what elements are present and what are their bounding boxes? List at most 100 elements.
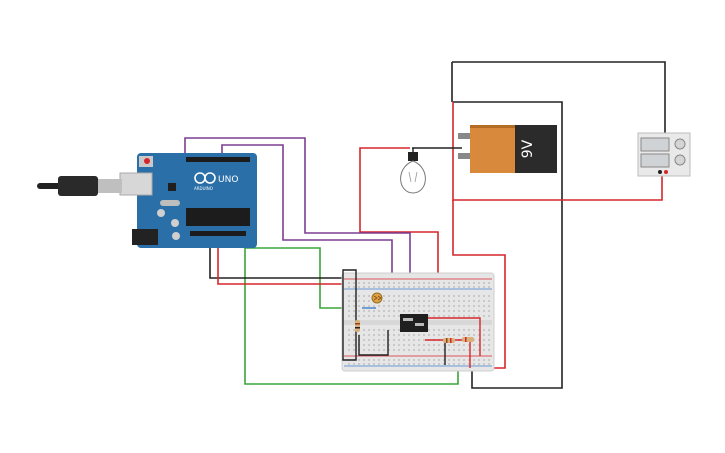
breadboard-hole [483,315,485,317]
breadboard-hole [468,286,470,288]
relay-icon[interactable] [400,314,428,332]
breadboard-hole [408,334,410,336]
wire-black-gnd[interactable] [209,248,348,279]
breadboard-hole [433,282,435,284]
arduino-logo [194,172,216,184]
breadboard-hole [483,349,485,351]
breadboard-hole [368,315,370,317]
breadboard-hole [463,295,465,297]
breadboard-hole [453,300,455,302]
breadboard-hole [443,363,445,365]
breadboard-hole [393,315,395,317]
breadboard-hole [473,359,475,361]
breadboard-hole [478,329,480,331]
breadboard-hole [488,359,490,361]
breadboard-hole [443,315,445,317]
wire-red-5v[interactable] [217,248,352,285]
breadboard-hole [403,310,405,312]
breadboard-hole [488,310,490,312]
wire-black-box[interactable] [453,101,563,389]
resistor-icon[interactable] [462,337,474,342]
breadboard-hole [463,282,465,284]
lightbulb-icon[interactable] [400,147,462,194]
breadboard-hole [488,349,490,351]
breadboard-hole [448,344,450,346]
breadboard-hole [398,305,400,307]
breadboard-hole [373,349,375,351]
resistor-icon[interactable] [355,320,360,332]
breadboard-hole [363,334,365,336]
breadboard-hole [453,334,455,336]
breadboard-hole [423,286,425,288]
breadboard-hole [383,315,385,317]
breadboard-hole [478,310,480,312]
breadboard-hole [468,315,470,317]
breadboard-hole [483,305,485,307]
breadboard-hole [428,315,430,317]
wire-black-bb[interactable] [358,330,389,356]
breadboard-hole [468,344,470,346]
breadboard-hole [363,295,365,297]
arduino-uno-board[interactable]: UNO ARDUINO [119,153,257,248]
breadboard-hole [398,300,400,302]
breadboard-hole [418,334,420,336]
breadboard-hole [463,300,465,302]
breadboard-hole [488,334,490,336]
usb-cable-icon[interactable] [37,176,122,196]
breadboard-hole [388,300,390,302]
breadboard-hole [388,339,390,341]
breadboard-hole [378,344,380,346]
wire-black-loop[interactable] [342,269,357,361]
breadboard-hole [458,359,460,361]
breadboard-hole [353,300,355,302]
wire-red-bulb[interactable] [359,147,439,340]
wire-red-supply[interactable] [452,102,663,201]
breadboard-hole [483,300,485,302]
wire-purple-1[interactable] [184,137,411,295]
breadboard-hole [443,329,445,331]
resistor-icon[interactable] [443,338,455,343]
breadboard-hole [388,359,390,361]
battery-icon[interactable]: 9V [458,125,557,173]
breadboard-hole [473,286,475,288]
breadboard-hole [398,359,400,361]
breadboard-hole [473,300,475,302]
breadboard-hole [418,300,420,302]
breadboard-hole [353,334,355,336]
wire-red-battery[interactable] [452,200,506,369]
breadboard-hole [413,339,415,341]
breadboard-hole [403,344,405,346]
breadboard-hole [398,349,400,351]
breadboard-hole [368,305,370,307]
breadboard-hole [468,282,470,284]
breadboard-hole [483,310,485,312]
breadboard-hole [443,282,445,284]
breadboard-hole [408,363,410,365]
photoresistor-icon[interactable] [371,292,383,304]
breadboard-hole [363,286,365,288]
breadboard-hole [368,282,370,284]
breadboard-hole [478,300,480,302]
breadboard-hole [403,363,405,365]
breadboard-hole [358,359,360,361]
breadboard-hole [353,286,355,288]
breadboard-hole [393,363,395,365]
breadboard-hole [403,339,405,341]
breadboard-hole [433,310,435,312]
breadboard-hole [433,295,435,297]
breadboard-hole [383,305,385,307]
breadboard-hole [348,305,350,307]
breadboard-hole [468,295,470,297]
breadboard-hole [403,300,405,302]
breadboard-hole [433,334,435,336]
breadboard-hole [433,344,435,346]
breadboard-hole [348,310,350,312]
breadboard-hole [463,359,465,361]
breadboard-hole [478,282,480,284]
breadboard-hole [448,329,450,331]
wire-red-bb-2[interactable] [428,317,481,356]
power-supply-icon[interactable] [637,132,691,177]
breadboard-hole [473,349,475,351]
breadboard-hole [418,363,420,365]
